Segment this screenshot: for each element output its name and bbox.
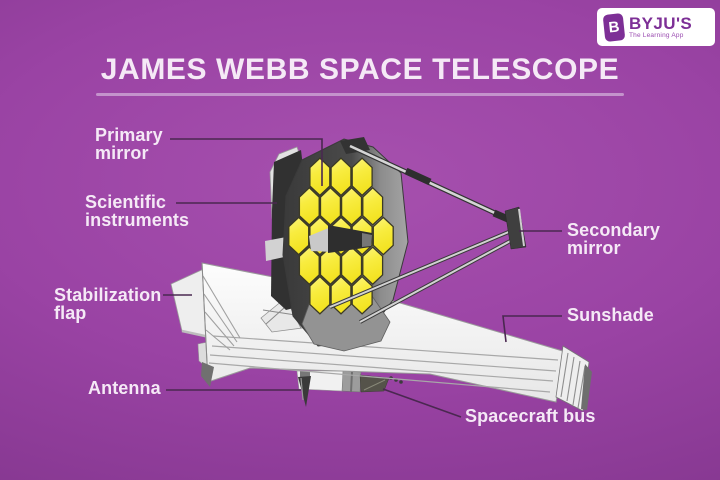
label-primary-mirror: Primary mirror — [95, 125, 163, 164]
primary-mirror-segments — [288, 157, 394, 315]
label-stabilization-flap: Stabilization flap — [54, 285, 162, 324]
mirror-segment — [362, 186, 384, 226]
leader-sunshade — [502, 315, 562, 343]
label-sunshade: Sunshade — [567, 305, 654, 325]
label-spacecraft-bus: Spacecraft bus — [465, 406, 596, 426]
mirror-segment — [298, 186, 320, 226]
antenna-graphic — [298, 371, 311, 407]
mirror-segment — [372, 216, 394, 256]
mirror-aperture — [309, 225, 372, 253]
leader-primary-mirror — [170, 138, 323, 186]
mirror-segment — [330, 157, 352, 197]
label-antenna: Antenna — [88, 378, 161, 398]
mirror-segment — [340, 246, 363, 286]
mirror-segment — [319, 246, 342, 286]
mirror-segment — [288, 216, 310, 256]
mirror-segment — [340, 186, 363, 226]
secondary-mirror-graphic — [504, 206, 527, 250]
mirror-segment — [309, 275, 331, 315]
brand-name: BYJU'S — [629, 13, 693, 33]
page-title: JAMES WEBB SPACE TELESCOPE — [100, 53, 620, 86]
mirror-segment — [298, 246, 320, 286]
leader-spacecraft-bus — [382, 388, 462, 418]
title-block: JAMES WEBB SPACE TELESCOPE — [0, 53, 720, 96]
label-scientific-instruments: Scientific instruments — [85, 192, 190, 231]
struts-graphic — [329, 137, 515, 324]
brand-tagline: The Learning App — [629, 32, 684, 39]
mirror-segment — [319, 186, 342, 226]
byjus-logo: B BYJU'S The Learning App — [597, 8, 715, 46]
mirror-segment — [351, 157, 373, 197]
label-secondary-mirror: Secondary mirror — [567, 220, 660, 259]
mirror-segment — [362, 246, 384, 286]
mirror-segment — [309, 157, 331, 197]
sunshade-right-stack — [555, 345, 592, 412]
spacecraft-bus-graphic — [296, 370, 403, 407]
sunshade-left-stack — [201, 262, 241, 387]
byjus-logo-text: BYJU'S The Learning App — [629, 15, 692, 40]
title-underline — [96, 93, 624, 96]
